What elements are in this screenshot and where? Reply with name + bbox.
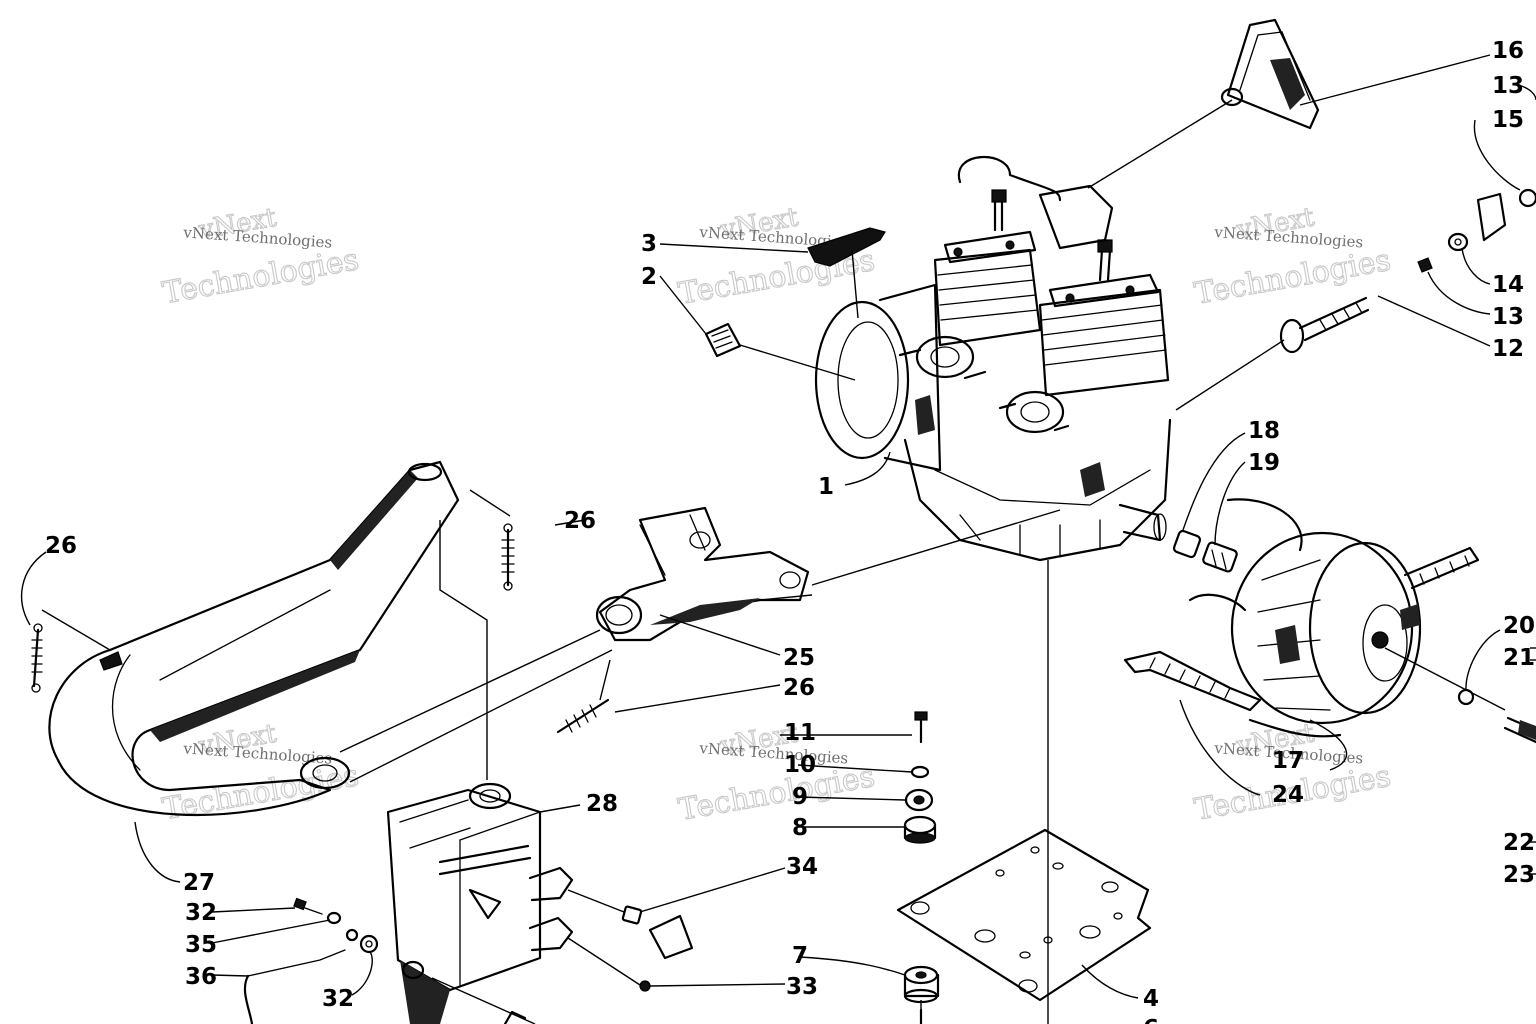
callout-21: 21	[1503, 645, 1535, 671]
callout-35: 35	[185, 932, 217, 958]
svg-text:vNext Technologies: vNext Technologies	[698, 739, 849, 767]
watermark-top-left: vNext vNext Technologies Technologies	[159, 202, 362, 312]
svg-text:Technologies: Technologies	[160, 758, 362, 827]
drive-belt-illustration	[1123, 546, 1480, 712]
engine-block-illustration	[814, 155, 1172, 562]
callout-13-top: 13	[1492, 73, 1524, 99]
callout-14: 14	[1492, 272, 1524, 298]
callout-6: 6	[1143, 1016, 1159, 1024]
callout-4: 4	[1143, 986, 1159, 1012]
mount-hardware-illustration	[903, 711, 940, 1024]
svg-text:vNext Technologies: vNext Technologies	[182, 739, 333, 767]
callout-18: 18	[1248, 418, 1280, 444]
bolt-20-23-illustration	[1457, 688, 1536, 744]
mount-plate-illustration	[896, 828, 1152, 1002]
callout-15: 15	[1492, 107, 1524, 133]
callout-11: 11	[784, 720, 816, 746]
callout-12: 12	[1492, 336, 1524, 362]
watermark-top-right: vNext vNext Technologies Technologies	[1191, 202, 1394, 313]
recoil-cover-illustration	[1220, 18, 1320, 130]
svg-text:Technologies: Technologies	[160, 242, 362, 311]
callout-26-right: 26	[564, 508, 596, 534]
svg-text:vNext Technologies: vNext Technologies	[182, 223, 333, 251]
callout-20: 20	[1503, 613, 1535, 639]
callout-24: 24	[1272, 782, 1304, 808]
callout-7: 7	[792, 943, 808, 969]
callout-34: 34	[786, 854, 818, 880]
callout-25: 25	[783, 645, 815, 671]
spacers-18-19-illustration	[1172, 529, 1238, 573]
drive-clutch-illustration	[1188, 498, 1422, 738]
bolt-12-illustration	[1279, 296, 1370, 354]
callout-9: 9	[792, 784, 808, 810]
callout-3: 3	[641, 231, 657, 257]
callout-23: 23	[1503, 862, 1535, 888]
svg-text:Technologies: Technologies	[1192, 243, 1394, 312]
callout-26-center: 26	[783, 675, 815, 701]
expansion-chamber-illustration	[48, 460, 460, 816]
callout-33: 33	[786, 974, 818, 1000]
svg-text:Technologies: Technologies	[676, 759, 878, 828]
callout-17: 17	[1272, 748, 1304, 774]
exhaust-manifold-illustration	[595, 506, 810, 642]
watermark-group: vNext vNext Technologies Technologies vN…	[159, 202, 1394, 829]
watermark-bottom-left: vNext vNext Technologies Technologies	[159, 718, 362, 828]
callout-1: 1	[818, 474, 834, 500]
callout-10: 10	[784, 752, 816, 778]
silencer-hardware-illustration	[243, 897, 694, 1024]
callout-28: 28	[586, 791, 618, 817]
callout-8: 8	[792, 815, 808, 841]
callout-19: 19	[1248, 450, 1280, 476]
callout-2: 2	[641, 264, 657, 290]
callout-26-left: 26	[45, 533, 77, 559]
leader-lines	[20, 54, 1536, 1024]
callout-36: 36	[185, 964, 217, 990]
silencer-illustration	[386, 782, 574, 1024]
callout-13-mid: 13	[1492, 304, 1524, 330]
callout-32-upper: 32	[185, 900, 217, 926]
callout-22: 22	[1503, 830, 1535, 856]
svg-text:vNext Technologies: vNext Technologies	[1213, 223, 1364, 251]
callout-labels: 1 2 3 4 6 7 8 9 10 11 12 13 13 14 15 16 …	[45, 38, 1535, 1024]
callout-27: 27	[183, 870, 215, 896]
bracket-14-illustration	[1417, 188, 1536, 273]
callout-32-lower: 32	[322, 986, 354, 1012]
decal-parts-illustration	[704, 227, 886, 358]
exhaust-springs-illustration	[31, 523, 610, 734]
callout-16: 16	[1492, 38, 1524, 64]
